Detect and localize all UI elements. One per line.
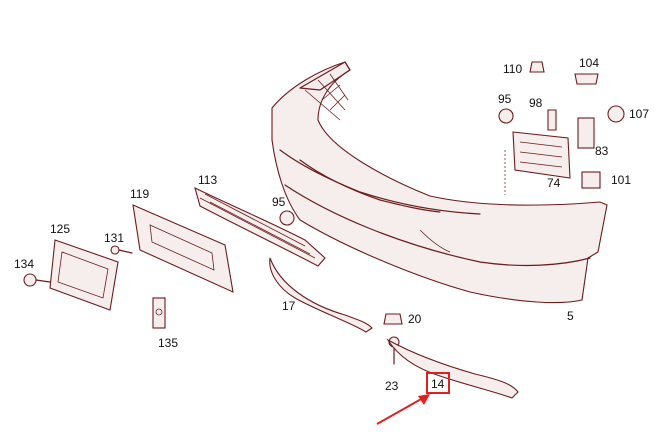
label-17: 17: [282, 299, 296, 313]
nut-part-104[interactable]: [574, 73, 599, 85]
label-104: 104: [579, 56, 599, 70]
grommet-part-107[interactable]: [607, 105, 625, 123]
label-5: 5: [567, 309, 574, 323]
trim-strip-part-14[interactable]: [386, 338, 519, 399]
label-83: 83: [595, 144, 609, 158]
mount-bracket-part-74[interactable]: [512, 117, 595, 179]
label-119: 119: [130, 187, 149, 201]
bumper-cover-part-5[interactable]: [271, 61, 608, 304]
plate-part-125[interactable]: [49, 239, 119, 311]
bracket-part-135[interactable]: [152, 297, 166, 329]
license-plate-holder-part-119[interactable]: [132, 204, 234, 293]
label-95-top: 95: [498, 92, 512, 106]
trim-strip-part-17[interactable]: [269, 257, 373, 333]
label-95-center: 95: [272, 195, 286, 209]
label-98: 98: [529, 96, 543, 110]
label-110: 110: [503, 62, 522, 76]
label-23: 23: [385, 379, 399, 393]
label-113: 113: [198, 173, 217, 187]
bolt-part-95-top[interactable]: [498, 108, 514, 124]
grille-part-113[interactable]: [194, 186, 326, 267]
screw-part-131[interactable]: [110, 245, 133, 255]
highlight-box-14: [426, 372, 450, 394]
clip-part-101[interactable]: [581, 171, 601, 189]
clip-part-110[interactable]: [529, 61, 545, 73]
label-14: 14: [431, 377, 445, 391]
clip-part-20[interactable]: [383, 313, 403, 325]
screw-part-134[interactable]: [23, 273, 51, 287]
label-134: 134: [14, 257, 34, 271]
label-74: 74: [547, 176, 561, 190]
label-131: 131: [104, 231, 124, 245]
label-135: 135: [158, 336, 178, 350]
bolt-part-95-center[interactable]: [279, 210, 295, 226]
label-101: 101: [611, 173, 631, 187]
label-107: 107: [629, 107, 649, 121]
bracket-part-98[interactable]: [547, 109, 557, 131]
label-125: 125: [50, 222, 70, 236]
label-20: 20: [408, 312, 422, 326]
highlight-arrow-icon: [376, 394, 430, 425]
